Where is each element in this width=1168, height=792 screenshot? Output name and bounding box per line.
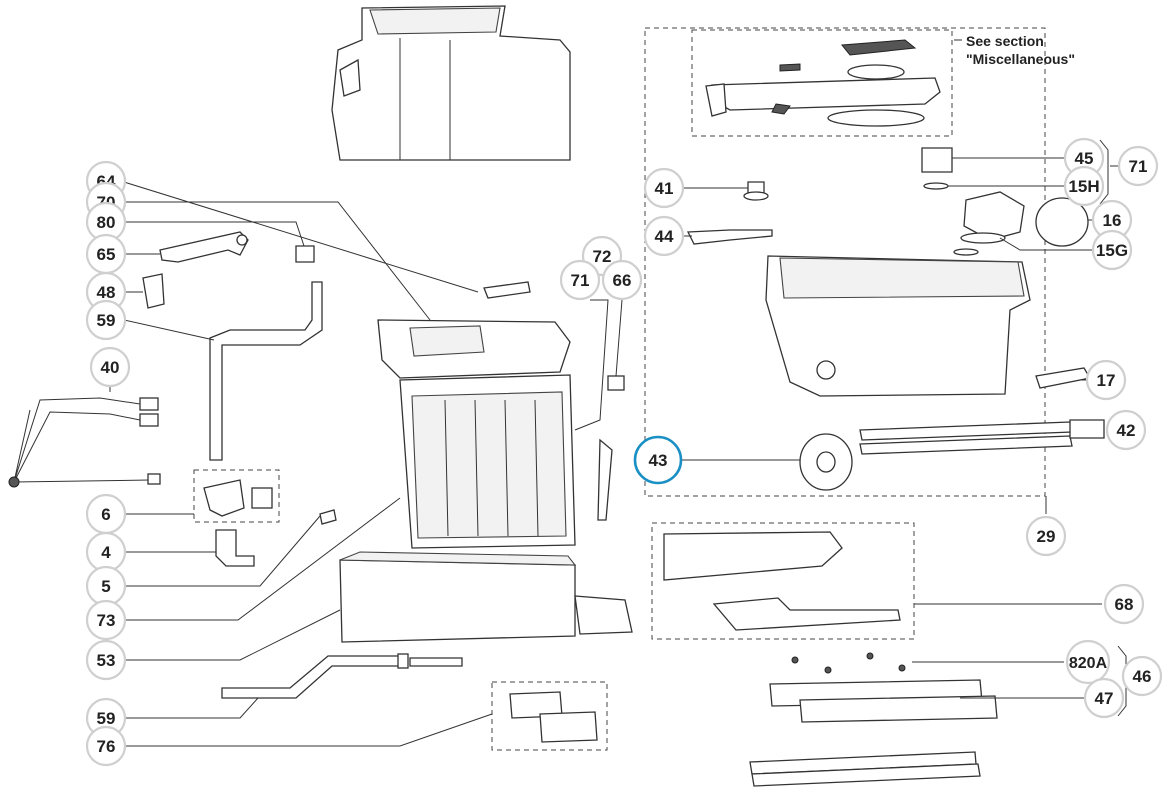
callout-label-76: 76 <box>97 737 116 756</box>
callout-65[interactable]: 65 <box>85 233 127 275</box>
elbow-connector <box>960 191 1025 244</box>
callout-label-66: 66 <box>613 271 632 290</box>
group-box-29 <box>644 27 1046 497</box>
callout-label-71-center: 71 <box>571 271 590 290</box>
callout-label-68: 68 <box>1115 595 1134 614</box>
callout-label-16: 16 <box>1103 211 1122 230</box>
wiring-harness-40 <box>8 397 161 488</box>
callout-label-48: 48 <box>97 283 116 302</box>
callout-label-65: 65 <box>97 245 116 264</box>
note-line-1: See section <box>966 33 1044 49</box>
group-box-miscellaneous <box>691 29 953 137</box>
callout-label-47: 47 <box>1095 689 1114 708</box>
misc-parts <box>705 39 941 127</box>
callout-44[interactable]: 44 <box>643 215 685 257</box>
callout-label-4: 4 <box>101 543 111 562</box>
callout-6[interactable]: 6 <box>85 493 127 535</box>
callout-71-center[interactable]: 71 <box>559 259 601 301</box>
callout-label-44: 44 <box>655 227 674 246</box>
callout-68[interactable]: 68 <box>1103 583 1145 625</box>
callout-59-upper[interactable]: 59 <box>85 299 127 341</box>
cap-45 <box>921 147 953 173</box>
group-box-6 <box>193 469 280 523</box>
callout-41[interactable]: 41 <box>643 167 685 209</box>
callout-label-71-right: 71 <box>1129 157 1148 176</box>
base-rails-47 <box>749 652 998 787</box>
callout-label-80: 80 <box>97 213 116 232</box>
hose-59-lower <box>221 653 463 699</box>
callout-46[interactable]: 46 <box>1121 655 1163 697</box>
callout-label-5: 5 <box>101 577 110 596</box>
callout-label-45: 45 <box>1075 149 1094 168</box>
wheel-43 <box>799 433 853 491</box>
callout-820a[interactable]: 820A <box>1065 639 1111 685</box>
callout-71-right[interactable]: 71 <box>1117 145 1159 187</box>
group-box-76 <box>491 681 608 751</box>
callout-45[interactable]: 45 <box>1063 137 1105 179</box>
note-line-2: "Miscellaneous" <box>966 51 1075 67</box>
small-part-5 <box>319 509 337 525</box>
callout-label-15g: 15G <box>1096 241 1128 260</box>
callout-label-73: 73 <box>97 611 116 630</box>
seal-15g <box>953 248 979 256</box>
cap-16 <box>1035 197 1089 247</box>
callout-label-40: 40 <box>101 358 120 377</box>
connector-80 <box>295 245 315 263</box>
callout-label-43: 43 <box>649 451 668 470</box>
callout-29[interactable]: 29 <box>1025 515 1067 557</box>
top-cover-shroud <box>331 5 571 161</box>
callout-47[interactable]: 47 <box>1083 677 1125 719</box>
callout-label-53: 53 <box>97 651 116 670</box>
knob-41 <box>743 181 769 201</box>
callout-label-42: 42 <box>1117 421 1136 440</box>
callout-label-6: 6 <box>101 505 110 524</box>
callout-label-59-upper: 59 <box>97 311 116 330</box>
seal-15h <box>923 182 949 190</box>
valve-6 <box>203 479 273 517</box>
callout-76[interactable]: 76 <box>85 725 127 767</box>
group-box-68 <box>651 522 915 640</box>
pipe-42 <box>859 419 1105 455</box>
callout-label-820a: 820A <box>1069 655 1108 672</box>
clip-48 <box>142 273 165 309</box>
callout-15h[interactable]: 15H <box>1063 165 1105 207</box>
callout-4[interactable]: 4 <box>85 531 127 573</box>
callout-5[interactable]: 5 <box>85 565 127 607</box>
callout-66[interactable]: 66 <box>601 259 643 301</box>
callout-40[interactable]: 40 <box>89 346 131 388</box>
lever-65 <box>159 231 249 263</box>
handle-44 <box>686 229 773 245</box>
callout-label-46: 46 <box>1133 667 1152 686</box>
callout-label-15h: 15H <box>1068 177 1099 196</box>
pump-frame <box>377 281 625 549</box>
callout-label-59-lower: 59 <box>97 709 116 728</box>
callout-43[interactable]: 43 <box>633 435 683 485</box>
callout-label-17: 17 <box>1097 371 1116 390</box>
callout-label-29: 29 <box>1037 527 1056 546</box>
leader-lines <box>109 39 1127 747</box>
callout-label-72: 72 <box>593 247 612 266</box>
callout-42[interactable]: 42 <box>1105 409 1147 451</box>
callout-15g[interactable]: 15G <box>1091 229 1133 271</box>
callout-label-41: 41 <box>655 179 674 198</box>
panels-68 <box>663 531 901 631</box>
bottom-tank-53 <box>339 551 633 643</box>
bracket-76 <box>509 691 598 743</box>
part-17 <box>1035 367 1092 389</box>
hose-59-upper <box>209 281 323 461</box>
fitting-4 <box>215 529 255 567</box>
water-tank <box>765 255 1031 397</box>
callout-73[interactable]: 73 <box>85 599 127 641</box>
callout-53[interactable]: 53 <box>85 639 127 681</box>
misc-section-note: See section "Miscellaneous" <box>966 33 1075 67</box>
callout-17[interactable]: 17 <box>1085 359 1127 401</box>
